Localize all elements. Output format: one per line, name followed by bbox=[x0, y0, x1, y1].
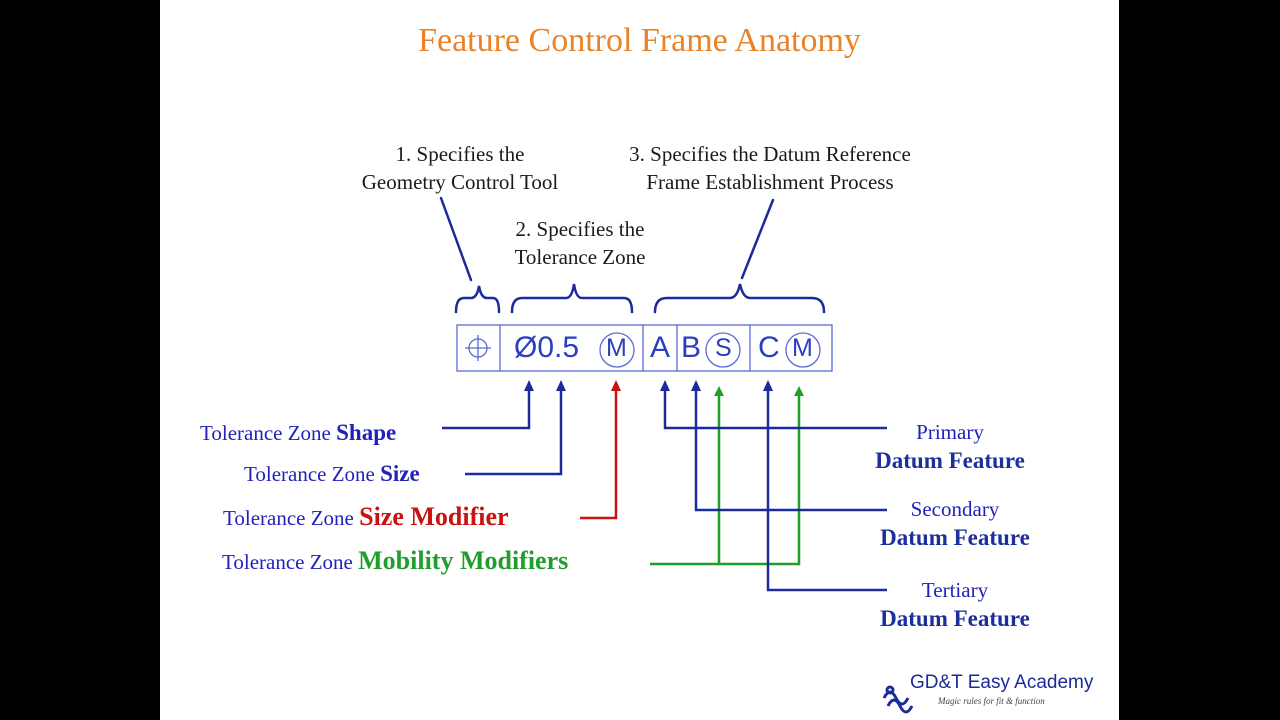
callout-datum-reference: 3. Specifies the Datum Reference Frame E… bbox=[580, 140, 960, 196]
fcf-outline bbox=[456, 324, 833, 372]
label-tolerance-zone-size: Tolerance Zone Size bbox=[244, 461, 420, 487]
label-tertiary-top: Tertiary bbox=[921, 578, 989, 602]
fcf-tolerance-value: Ø0.5 bbox=[514, 331, 580, 364]
label-tolerance-zone-size-modifier: Tolerance Zone Size Modifier bbox=[223, 502, 509, 532]
leader-tertiary bbox=[766, 384, 887, 592]
label-size-bold: Size bbox=[380, 461, 420, 486]
label-secondary-datum: Secondary Datum Feature bbox=[855, 495, 1055, 553]
label-size-modifier-prefix: Tolerance Zone bbox=[223, 506, 360, 530]
label-tertiary-datum: Tertiary Datum Feature bbox=[855, 576, 1055, 634]
brace-2 bbox=[510, 283, 634, 314]
slide-title: Feature Control Frame Anatomy bbox=[418, 22, 861, 59]
fcf-datum-a: A bbox=[650, 331, 671, 364]
leader-shape bbox=[442, 384, 531, 430]
leader-secondary bbox=[694, 384, 887, 512]
callout-2-line2: Tolerance Zone bbox=[514, 245, 646, 269]
label-tolerance-zone-mobility: Tolerance Zone Mobility Modifiers bbox=[222, 546, 568, 576]
fcf-datum-c-modifier: M bbox=[792, 334, 813, 362]
callout-3-line1: 3. Specifies the Datum Reference bbox=[629, 142, 911, 166]
leader-primary bbox=[663, 384, 887, 430]
fcf-datum-b: B bbox=[681, 331, 702, 364]
fcf-datum-b-modifier: S bbox=[715, 334, 732, 362]
diagram-lines bbox=[439, 196, 887, 592]
logo-mark-icon bbox=[882, 685, 914, 714]
label-secondary-top: Secondary bbox=[910, 497, 1000, 521]
label-size-modifier-bold: Size Modifier bbox=[359, 502, 509, 531]
label-size-prefix: Tolerance Zone bbox=[244, 462, 381, 486]
leader-mobility bbox=[650, 392, 801, 566]
leader-size-modifier bbox=[580, 384, 618, 520]
fcf-datum-c: C bbox=[758, 331, 780, 364]
callout-tolerance-zone: 2. Specifies the Tolerance Zone bbox=[480, 215, 680, 271]
label-shape-bold: Shape bbox=[336, 420, 397, 445]
label-mobility-bold: Mobility Modifiers bbox=[358, 546, 569, 575]
label-primary-bold: Datum Feature bbox=[875, 448, 1025, 473]
logo-tagline: Magic rules for fit & function bbox=[938, 696, 1045, 706]
label-secondary-bold: Datum Feature bbox=[880, 525, 1030, 550]
callout-3-line2: Frame Establishment Process bbox=[646, 170, 894, 194]
fcf-tol-modifier: M bbox=[606, 334, 627, 362]
label-primary-top: Primary bbox=[916, 420, 984, 444]
label-tolerance-zone-shape: Tolerance Zone Shape bbox=[200, 420, 396, 446]
brace-1 bbox=[454, 285, 501, 314]
academy-logo: GD&T Easy Academy Magic rules for fit & … bbox=[880, 672, 1120, 718]
datum-b-modifier-circle bbox=[705, 332, 741, 368]
callout-1-line1: 1. Specifies the bbox=[395, 142, 525, 166]
datum-c-modifier-circle bbox=[785, 332, 821, 368]
leader-3 bbox=[740, 198, 775, 280]
slide: Feature Control Frame Anatomy 1. Specifi… bbox=[160, 0, 1119, 720]
label-shape-prefix: Tolerance Zone bbox=[200, 421, 337, 445]
callout-geometry-tool: 1. Specifies the Geometry Control Tool bbox=[310, 140, 610, 196]
tol-modifier-circle bbox=[599, 332, 635, 368]
leader-1 bbox=[439, 196, 473, 282]
callout-2-line1: 2. Specifies the bbox=[515, 217, 645, 241]
callout-1-line2: Geometry Control Tool bbox=[361, 170, 559, 194]
label-primary-datum: Primary Datum Feature bbox=[850, 418, 1050, 476]
label-tertiary-bold: Datum Feature bbox=[880, 606, 1030, 631]
label-mobility-prefix: Tolerance Zone bbox=[222, 550, 359, 574]
logo-name: GD&T Easy Academy bbox=[910, 672, 1094, 693]
brace-3 bbox=[653, 283, 826, 314]
leader-size bbox=[465, 384, 563, 476]
